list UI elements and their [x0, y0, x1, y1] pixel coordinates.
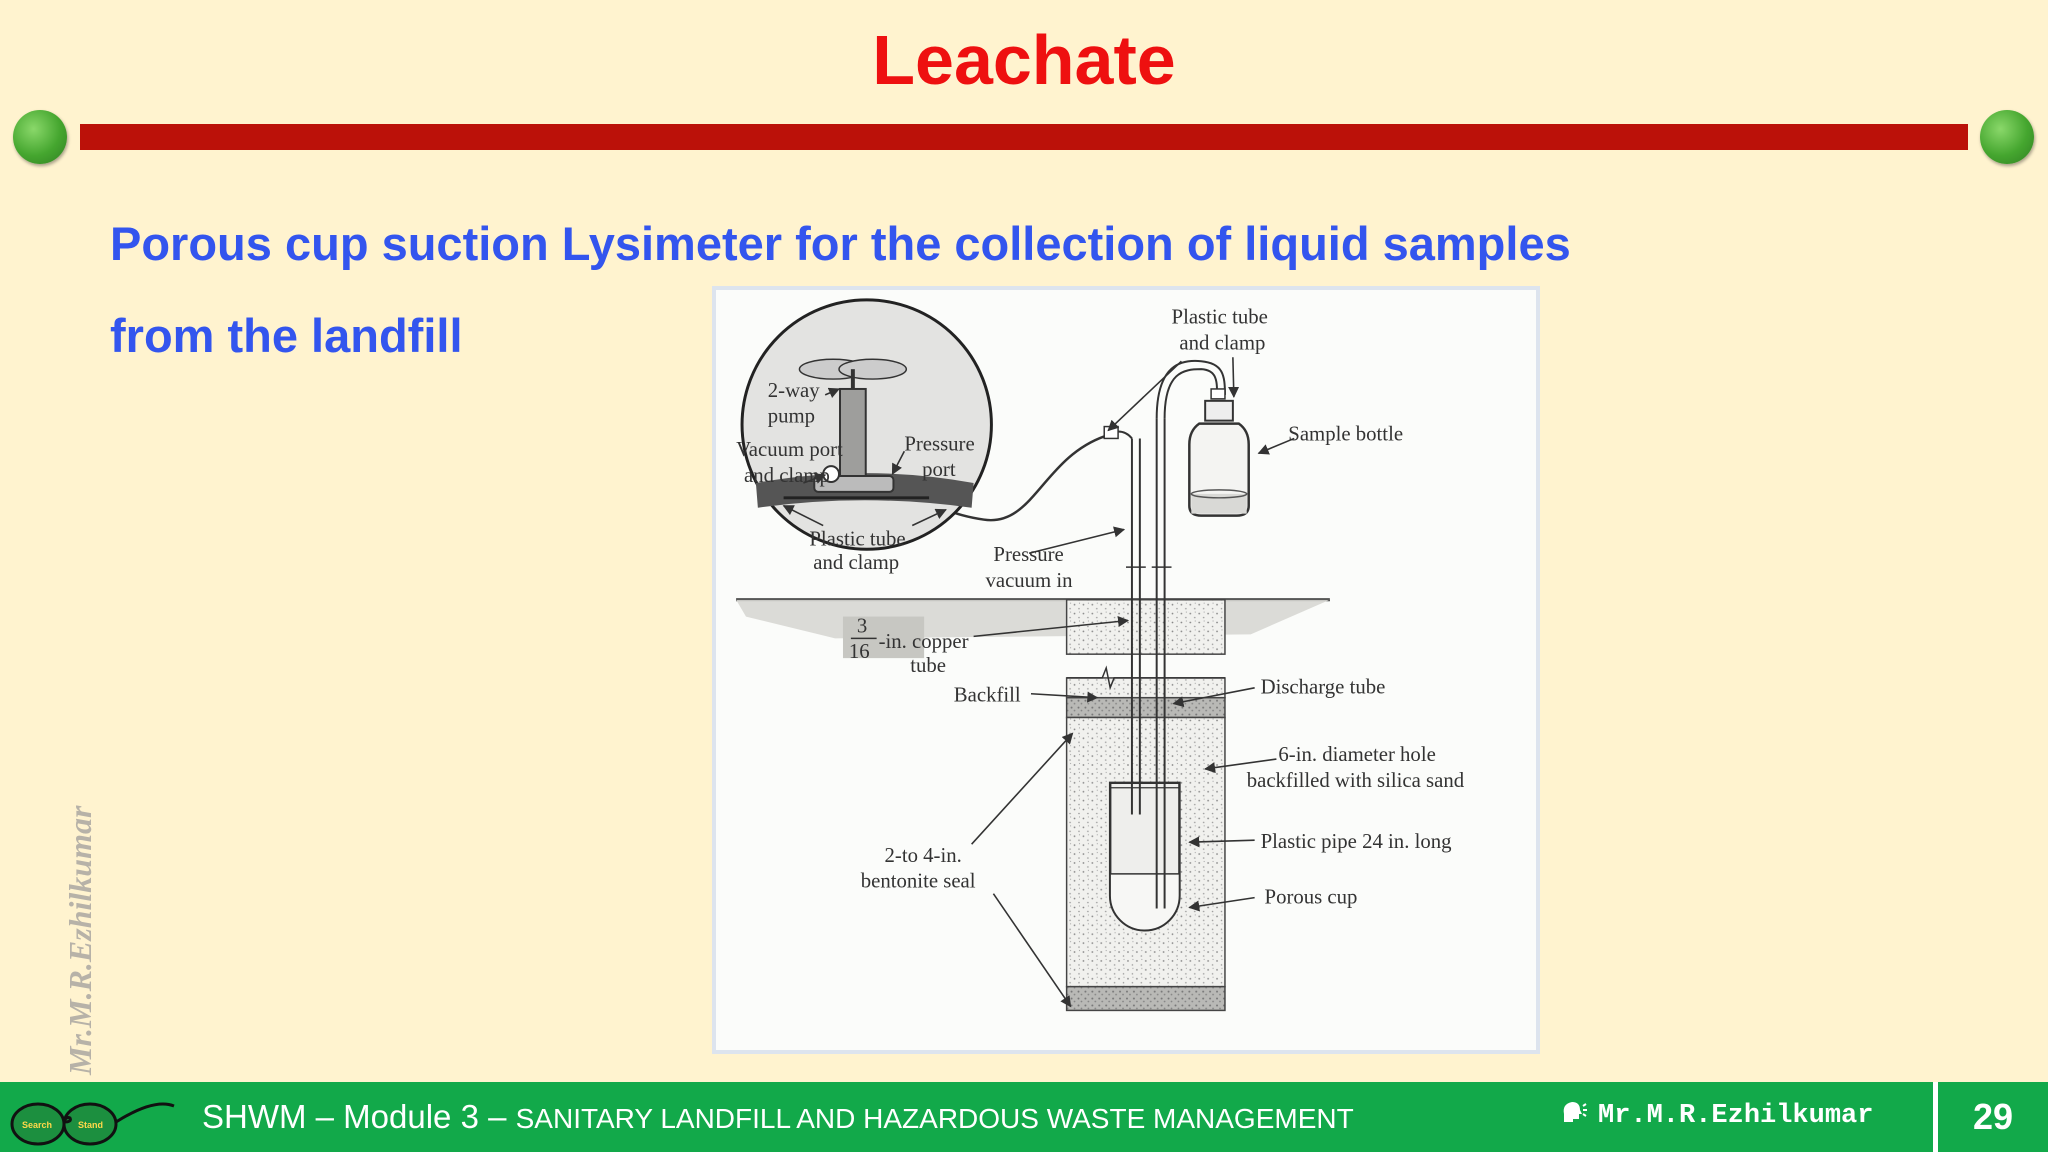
borehole	[1065, 598, 1226, 1012]
pump-inset	[740, 298, 993, 551]
ground-surface	[736, 598, 1330, 659]
label-two-way-pump-1: 2-way	[768, 379, 821, 402]
label-plastic-tube-inset-1: Plastic tube	[809, 527, 905, 550]
label-plastic-pipe: Plastic pipe 24 in. long	[1261, 830, 1452, 853]
label-hole-1: 6-in. diameter hole	[1278, 743, 1435, 766]
label-backfill: Backfill	[954, 684, 1021, 707]
label-plastic-tube-inset-2: and clamp	[813, 551, 899, 574]
tubes	[938, 359, 1226, 909]
label-vacuum-port-1: Vacuum port	[736, 438, 843, 461]
label-fraction-denominator: 16	[849, 640, 870, 663]
author-name: Mr.M.R.Ezhilkumar	[1598, 1101, 1874, 1131]
label-porous-cup: Porous cup	[1265, 886, 1358, 909]
label-bentonite-seal-2: bentonite seal	[861, 870, 976, 893]
speaker-head-icon	[1563, 1102, 1587, 1122]
label-fraction-numerator: 3	[857, 614, 867, 637]
label-copper-tube-1: -in. copper	[879, 630, 969, 653]
subtitle-line-2: from the landfill	[110, 309, 463, 362]
lysimeter-svg: 2-way pump Vacuum port and clamp Pressur…	[736, 298, 1465, 1012]
label-vacuum-port-2: and clamp	[744, 464, 830, 487]
lysimeter-diagram: 2-way pump Vacuum port and clamp Pressur…	[712, 286, 1540, 1054]
footer-logo: Search Stand	[10, 1102, 175, 1146]
label-plastic-tube-top-2: and clamp	[1179, 331, 1265, 354]
logo-text-1: Search	[22, 1120, 52, 1130]
footer-author: Mr.M.R.Ezhilkumar	[1560, 1098, 1873, 1131]
footer-divider	[1933, 1082, 1938, 1152]
sample-bottle	[1188, 399, 1250, 517]
slide-title: Leachate	[872, 21, 1176, 99]
label-pressure-vacuum-1: Pressure	[993, 543, 1063, 566]
diagram-labels: 2-way pump Vacuum port and clamp Pressur…	[736, 306, 1465, 909]
label-pressure-port-2: port	[922, 458, 956, 481]
footer-course-title: SHWM – Module 3 – SANITARY LANDFILL AND …	[202, 1098, 1354, 1136]
footer-bar	[0, 1082, 2048, 1152]
label-plastic-tube-top-1: Plastic tube	[1172, 306, 1268, 329]
subtitle-line-1: Porous cup suction Lysimeter for the col…	[110, 217, 1571, 270]
label-hole-2: backfilled with silica sand	[1247, 769, 1465, 792]
label-copper-tube-2: tube	[910, 654, 946, 677]
course-main: SHWM – Module 3 –	[202, 1098, 516, 1135]
label-bentonite-seal-1: 2-to 4-in.	[885, 844, 962, 867]
right-green-bullet	[1980, 110, 2034, 164]
label-pressure-port-1: Pressure	[904, 432, 974, 455]
logo-text-2: Stand	[78, 1120, 103, 1130]
label-discharge-tube: Discharge tube	[1261, 676, 1386, 699]
label-two-way-pump-2: pump	[768, 405, 815, 428]
leader-arrows	[782, 357, 1295, 1008]
porous-cup-assembly	[1108, 781, 1181, 932]
course-subtitle: SANITARY LANDFILL AND HAZARDOUS WASTE MA…	[515, 1103, 1354, 1134]
author-watermark: Mr.M.R.Ezhilkumar	[62, 805, 98, 1075]
label-pressure-vacuum-2: vacuum in	[985, 569, 1073, 592]
left-green-bullet	[13, 110, 67, 164]
title-divider-bar	[80, 124, 1968, 150]
label-sample-bottle: Sample bottle	[1288, 422, 1403, 445]
page-number: 29	[1972, 1096, 2014, 1137]
